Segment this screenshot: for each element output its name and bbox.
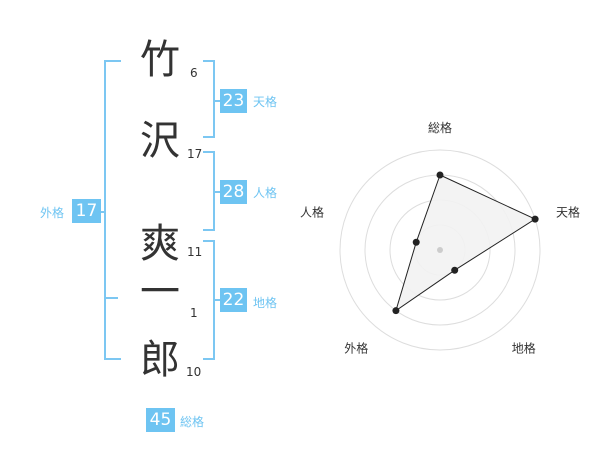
stroke-count-3: 11 [187, 245, 203, 259]
radar-point-3 [451, 266, 459, 274]
chikaku-label: 地格 [253, 296, 278, 310]
gaikaku-label: 外格 [40, 206, 65, 220]
tenkaku-connector [215, 100, 220, 102]
radar-ring-4 [339, 149, 541, 351]
soukaku-badge: 45 [146, 408, 175, 432]
tenkaku-bracket [203, 60, 215, 138]
radar-axis-label-3: 地格 [512, 341, 536, 356]
jinkaku-badge: 28 [220, 180, 247, 204]
gaikaku-bracket-bottom [104, 298, 121, 360]
radar-polygon [395, 174, 537, 312]
radar-axis-label-4: 外格 [344, 341, 368, 356]
chikaku-bracket [203, 240, 215, 360]
chikaku-connector [215, 299, 220, 301]
radar-point-1 [436, 171, 444, 179]
name-char-1: 竹 [140, 37, 180, 83]
name-char-5: 郎 [140, 337, 180, 383]
radar-point-5 [412, 238, 420, 246]
gaikaku-bracket-top [104, 60, 121, 298]
gaikaku-connector [100, 211, 106, 213]
stroke-count-2: 17 [187, 147, 203, 161]
radar-point-4 [392, 307, 400, 315]
name-char-3: 爽 [140, 221, 180, 267]
jinkaku-connector [215, 191, 220, 193]
jinkaku-bracket [203, 151, 215, 231]
gaikaku-split-tick [104, 297, 118, 299]
soukaku-label: 総格 [180, 415, 205, 429]
radar-axis-label-2: 天格 [556, 204, 580, 219]
stroke-count-5: 10 [186, 365, 202, 379]
chikaku-badge: 22 [220, 288, 247, 312]
gaikaku-badge: 17 [72, 199, 101, 223]
radar-center-dot [437, 247, 443, 253]
name-char-2: 沢 [140, 118, 180, 164]
stroke-count-1: 6 [190, 66, 198, 80]
tenkaku-badge: 23 [220, 89, 247, 113]
tenkaku-label: 天格 [253, 95, 278, 109]
jinkaku-label: 人格 [253, 186, 278, 200]
name-char-4: 一 [140, 269, 180, 315]
radar-axis-label-1: 総格 [428, 120, 452, 135]
radar-axis-label-5: 人格 [300, 204, 324, 219]
stroke-count-4: 1 [190, 306, 198, 320]
radar-point-2 [531, 215, 539, 223]
radar-shape [392, 171, 539, 315]
